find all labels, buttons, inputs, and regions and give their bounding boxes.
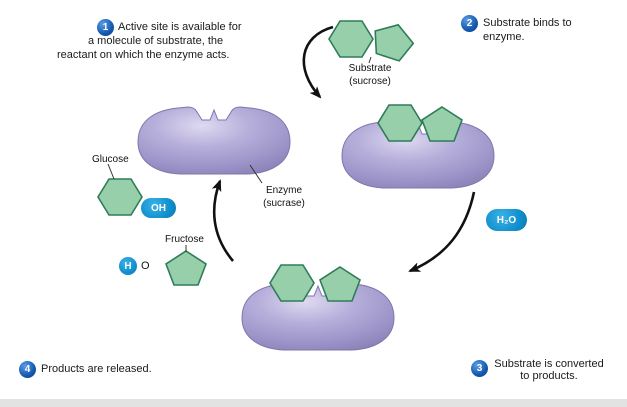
- bound-fructose-ring: [421, 106, 463, 142]
- step-1-badge: 1: [97, 19, 114, 36]
- step-3-text-line-2: to products.: [520, 370, 578, 382]
- step-1-text-line-1: Active site is available for: [118, 21, 242, 33]
- substrate-sucrose-label: Substrate (sucrose): [348, 63, 392, 87]
- arrow-release-to-free-enzyme: [211, 179, 234, 262]
- product-fructose-ring-bound: [319, 266, 361, 302]
- glucose-label-line: [107, 163, 115, 180]
- step-3-number: 3: [476, 363, 483, 374]
- enzyme-label-line: [249, 164, 263, 184]
- o-atom-text: O: [141, 260, 150, 272]
- step-1-text-line-3: reactant on which the enzyme acts.: [57, 49, 230, 61]
- step-4-badge: 4: [19, 361, 36, 378]
- substrate-sucrose-shape: [328, 17, 419, 65]
- h-atom-circle: H: [119, 257, 137, 275]
- enzyme-free-shape: [137, 106, 291, 175]
- cycle-arrows: [211, 25, 476, 273]
- step-2-text-line-2: enzyme.: [483, 31, 525, 43]
- sucrose-glucose-ring: [328, 20, 374, 58]
- h-atom-text: H: [124, 260, 132, 272]
- arrow-substrate-to-enzyme: [302, 25, 334, 99]
- fructose-product-ring: [165, 250, 207, 286]
- step-4-text-line-1: Products are released.: [41, 363, 152, 375]
- step-1-number: 1: [102, 22, 109, 33]
- label-connector-lines: [107, 56, 372, 252]
- oh-group-text: OH: [151, 202, 166, 214]
- bottom-strip: [0, 399, 627, 407]
- step-4-number: 4: [24, 364, 31, 375]
- water-molecule-pill: H₂O: [486, 209, 527, 231]
- enzyme-products-complex-shape: [241, 282, 395, 351]
- step-3-text-line-1: Substrate is converted: [494, 358, 604, 370]
- fructose-label: Fructose: [165, 234, 204, 245]
- step-2-badge: 2: [461, 15, 478, 32]
- glucose-product-ring: [97, 178, 143, 216]
- step-2-number: 2: [466, 18, 473, 29]
- step-3-badge: 3: [471, 360, 488, 377]
- substrate-label-line: [368, 56, 372, 64]
- step-3-text: Substrate is converted to products.: [491, 358, 607, 382]
- enzyme-sucrase-label: Enzyme (sucrase): [263, 185, 305, 209]
- oh-group-pill: OH: [141, 198, 176, 218]
- water-molecule-text: H₂O: [496, 214, 517, 226]
- sucrose-fructose-ring: [367, 17, 419, 65]
- step-1-text-line-2: a molecule of substrate, the: [88, 35, 224, 47]
- glucose-label: Glucose: [92, 154, 129, 165]
- arrow-binding-to-conversion: [408, 191, 476, 273]
- step-2-text-line-1: Substrate binds to: [483, 17, 572, 29]
